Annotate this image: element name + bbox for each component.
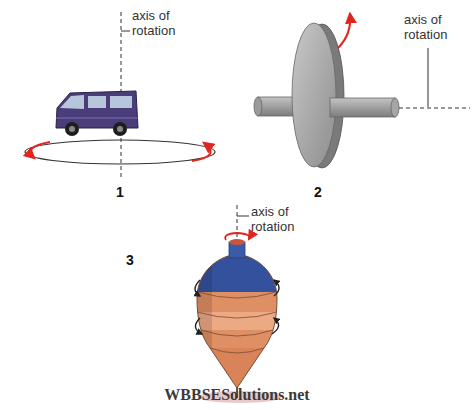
axle-end <box>254 97 262 116</box>
rotation-arrow <box>225 233 249 240</box>
axis-label: axis of rotation <box>132 8 194 38</box>
axle <box>330 98 395 117</box>
axle-end <box>391 98 399 117</box>
figure-number: 2 <box>308 184 328 200</box>
rotation-arrow <box>192 143 211 161</box>
axis-label: axis of rotation <box>404 12 466 42</box>
spin-arrow <box>195 318 202 334</box>
watermark: WBBSESolutions.net <box>127 386 347 404</box>
van-window <box>60 95 84 109</box>
band-line <box>201 330 273 336</box>
top-outline <box>197 256 277 388</box>
handle-cap <box>229 239 245 245</box>
van-panel <box>25 12 215 178</box>
figure-number: 3 <box>120 252 140 268</box>
van-wheel <box>65 122 79 136</box>
spin-arrow <box>195 280 200 296</box>
figure-number: 1 <box>110 184 130 200</box>
leader-line <box>428 48 429 107</box>
van-window <box>110 96 132 108</box>
rotation-arrow <box>338 14 350 48</box>
band-line <box>197 312 277 318</box>
van-window <box>88 96 106 108</box>
band-line <box>198 292 276 298</box>
top-panel <box>190 205 290 403</box>
leader-line <box>121 31 130 32</box>
spin-arrow <box>272 318 279 334</box>
wheel-hub <box>117 126 123 132</box>
top-shade <box>190 240 212 400</box>
spin-arrow <box>274 280 279 296</box>
wheel-hub <box>69 126 75 132</box>
axis-label: axis of rotation <box>251 204 313 234</box>
rotation-arrow <box>30 142 50 158</box>
circular-path <box>25 140 215 164</box>
leader-line <box>237 216 249 217</box>
disc-face <box>292 23 336 167</box>
van-wheel <box>113 122 127 136</box>
van-body <box>56 91 138 128</box>
van-stripe <box>56 117 138 119</box>
band-line <box>210 348 264 353</box>
rotation-axis <box>399 108 470 109</box>
